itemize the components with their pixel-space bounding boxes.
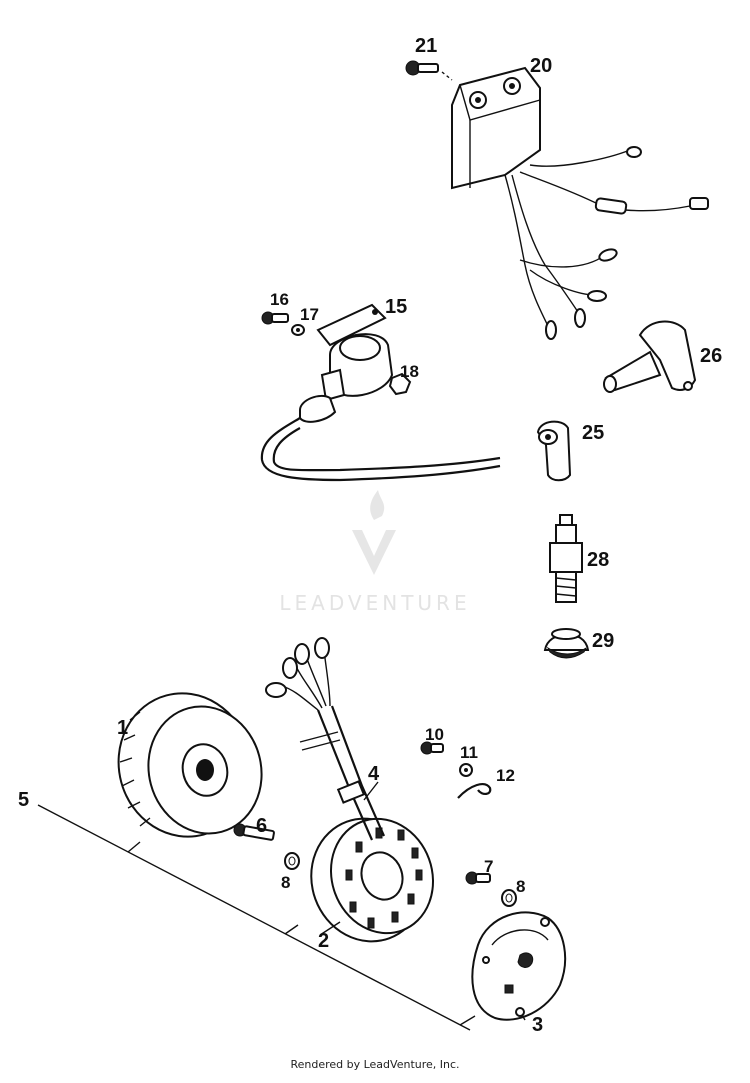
screw-16 (261, 311, 289, 325)
callout-26: 26 (700, 345, 722, 367)
callout-8a: 8 (281, 873, 290, 892)
callout-1: 1 (117, 717, 128, 739)
flywheel (117, 692, 263, 838)
watermark-text: LEADVENTURE (279, 591, 470, 615)
callout-5: 5 (18, 789, 29, 811)
callout-6: 6 (256, 815, 267, 837)
spark-plug-28 (549, 514, 583, 603)
washer-11 (459, 763, 473, 777)
spark-plug-cap-26 (603, 320, 697, 393)
callout-3: 3 (532, 1014, 543, 1036)
washer-8a (284, 852, 300, 870)
callout-15: 15 (385, 296, 407, 318)
watermark-logo (352, 490, 396, 575)
callout-7: 7 (484, 857, 493, 876)
callout-12: 12 (496, 766, 515, 785)
clamp-12 (457, 783, 492, 799)
assembly-bracket-5 (37, 804, 476, 1031)
callout-8b: 8 (516, 877, 525, 896)
callout-29: 29 (592, 630, 614, 652)
callout-16: 16 (270, 290, 289, 309)
callout-20: 20 (530, 55, 552, 77)
callout-11: 11 (460, 743, 478, 762)
callout-25: 25 (582, 422, 604, 444)
screw-7 (465, 871, 491, 885)
callout-10: 10 (425, 725, 444, 744)
stator (310, 817, 435, 943)
boot-29 (543, 628, 590, 659)
base-plate (471, 911, 567, 1021)
washer-17 (291, 324, 305, 336)
leader-lines (319, 781, 526, 1021)
callout-21: 21 (415, 35, 437, 57)
cdi-unit (451, 66, 709, 340)
wiring-harness (265, 637, 386, 841)
footer-credit: Rendered by LeadVenture, Inc. (290, 1058, 460, 1071)
nut-18 (388, 372, 412, 396)
ignition-coil (260, 303, 501, 482)
spark-plug-connector-25 (536, 420, 572, 482)
screw-10 (420, 741, 444, 755)
bolt-6 (233, 823, 275, 841)
screw-21 (405, 60, 453, 81)
callout-28: 28 (587, 549, 609, 571)
callout-2: 2 (318, 930, 329, 952)
callout-4: 4 (368, 763, 380, 785)
washer-8b (501, 889, 517, 907)
callout-18: 18 (400, 362, 419, 381)
callout-17: 17 (300, 305, 319, 324)
